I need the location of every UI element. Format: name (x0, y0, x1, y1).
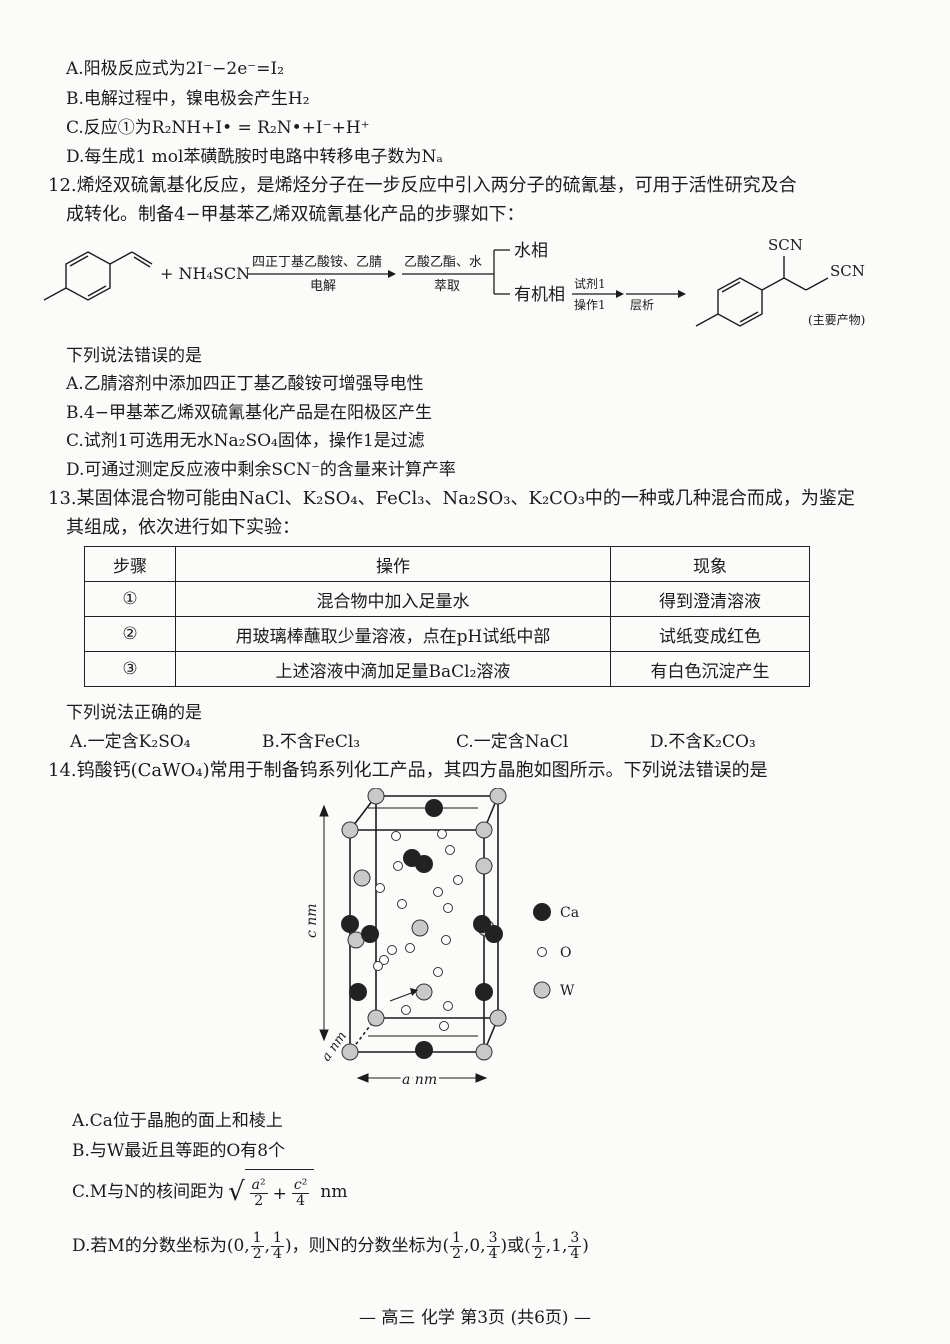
label-a: a nm (402, 1072, 437, 1088)
step4-label: 层析 (630, 298, 654, 312)
q14-option-d-mid2: )或( (500, 1236, 531, 1256)
q14-option-b: B.与W最近且等距的O有8个 (72, 1141, 286, 1161)
branch-water-phase: 水相 (514, 241, 548, 261)
q11-option-a: A.阳极反应式为2I⁻−2e⁻=I₂ (66, 59, 285, 79)
table-cell: ③ (84, 651, 176, 687)
q14-stem-text: 钨酸钙(CaWO₄)常用于制备钨系列化工产品，其四方晶胞如图所示。下列说法错误的… (76, 760, 768, 781)
o-atoms (373, 829, 463, 1031)
q13-option-b: B.不含FeCl₃ (262, 732, 361, 752)
q12-reaction-scheme: + NH₄SCN 四正丁基乙酸铵、乙腈 电解 乙酸乙酯、水 萃取 水相 有机相 … (43, 236, 865, 327)
ca-atoms (341, 799, 503, 1059)
step2-bottom: 萃取 (434, 279, 460, 294)
q11-option-b: B.电解过程中，镍电极会产生H₂ (66, 89, 310, 109)
w-atoms (341, 788, 507, 1061)
product-note: (主要产物) (808, 313, 865, 327)
q14-stem: 14.钨酸钙(CaWO₄)常用于制备钨系列化工产品，其四方晶胞如图所示。下列说法… (48, 760, 768, 782)
page-footer: — 高三 化学 第3页 (共6页) — (359, 1308, 591, 1328)
q12-stem-line1: 烯烃双硫氰基化反应，是烯烃分子在一步反应中引入两分子的硫氰基，可用于活性研究及合 (76, 175, 797, 196)
product-scn-top: SCN (768, 236, 803, 254)
q13-option-d: D.不含K₂CO₃ (650, 732, 756, 752)
q14-option-d-prefix: D.若M的分数坐标为(0, (72, 1236, 250, 1256)
q13-stem-line1: 某固体混合物可能由NaCl、K₂SO₄、FeCl₃、Na₂SO₃、K₂CO₃中的… (76, 488, 855, 509)
q13-option-c: C.一定含NaCl (456, 732, 569, 752)
q14-option-a: A.Ca位于晶胞的面上和棱上 (72, 1111, 283, 1131)
table-cell: ① (84, 581, 176, 617)
q12-question: 下列说法错误的是 (66, 346, 202, 366)
step1-bottom: 电解 (310, 279, 336, 294)
legend-w: W (560, 983, 575, 999)
table-cell: 用玻璃棒蘸取少量溶液，点在pH试纸中部 (175, 616, 611, 652)
legend: Ca O W (533, 903, 579, 999)
reagent-nh4scn: + NH₄SCN (160, 264, 250, 283)
table-cell: 上述溶液中滴加足量BaCl₂溶液 (175, 651, 611, 687)
table-row: ③ 上述溶液中滴加足量BaCl₂溶液 有白色沉淀产生 (84, 651, 810, 687)
q12-number: 12. (48, 175, 77, 196)
q14-number: 14. (48, 760, 77, 781)
step3-top: 试剂1 (574, 276, 606, 291)
crystal-cell-figure: c nm a nm a nm (304, 788, 579, 1091)
table-row: ② 用玻璃棒蘸取少量溶液，点在pH试纸中部 试纸变成红色 (84, 616, 810, 652)
table-cell: 试纸变成红色 (610, 616, 810, 652)
q13-number: 13. (48, 488, 77, 509)
table-header-row: 步骤 操作 现象 (84, 546, 810, 582)
q11-option-d: D.每生成1 mol苯磺酰胺时电路中转移电子数为Nₐ (66, 147, 443, 167)
legend-o: O (560, 945, 571, 961)
table-cell: 有白色沉淀产生 (610, 651, 810, 687)
q12-option-a: A.乙腈溶剂中添加四正丁基乙酸铵可增强导电性 (66, 374, 424, 394)
label-c: c nm (304, 903, 320, 938)
branch-organic-phase: 有机相 (514, 285, 565, 305)
dimension-c (319, 804, 329, 1042)
table-header: 步骤 (84, 546, 176, 582)
q13-question: 下列说法正确的是 (66, 703, 202, 723)
experiment-table: 步骤 操作 现象 ① 混合物中加入足量水 得到澄清溶液 ② 用玻璃棒蘸取少量溶液… (84, 546, 810, 687)
step1-top: 四正丁基乙酸铵、乙腈 (252, 255, 382, 270)
q14-option-c-prefix: C.M与N的核间距为 (72, 1182, 225, 1202)
table-cell: 混合物中加入足量水 (175, 581, 611, 617)
q14-option-d-mid1: )，则N的分数坐标为( (284, 1236, 450, 1256)
product-scn-right: SCN (830, 262, 865, 280)
table-cell: ② (84, 616, 176, 652)
q11-option-c: C.反应①为R₂NH+I• = R₂N•+I⁻+H⁺ (66, 118, 370, 138)
q12-option-d: D.可通过测定反应液中剩余SCN⁻的含量来计算产率 (66, 460, 456, 480)
table-header: 现象 (610, 546, 810, 582)
product-structure (695, 256, 829, 327)
methylstyrene-structure (43, 251, 153, 301)
step3-bottom: 操作1 (574, 297, 606, 312)
legend-ca: Ca (560, 905, 579, 921)
q13-option-a: A.一定含K₂SO₄ (70, 732, 191, 752)
q12-stem: 12.烯烃双硫氰基化反应，是烯烃分子在一步反应中引入两分子的硫氰基，可用于活性研… (48, 175, 797, 197)
q14-option-d-end: ) (582, 1236, 589, 1256)
dimension-a (356, 1073, 488, 1083)
q13-stem: 13.某固体混合物可能由NaCl、K₂SO₄、FeCl₃、Na₂SO₃、K₂CO… (48, 488, 855, 510)
step2-top: 乙酸乙酯、水 (404, 255, 482, 270)
table-header: 操作 (175, 546, 611, 582)
q12-stem-line2: 成转化。制备4−甲基苯乙烯双硫氰基化产品的步骤如下： (66, 204, 525, 225)
table-row: ① 混合物中加入足量水 得到澄清溶液 (84, 581, 810, 617)
q12-option-c: C.试剂1可选用无水Na₂SO₄固体，操作1是过滤 (66, 431, 425, 451)
q12-option-b: B.4−甲基苯乙烯双硫氰基化产品是在阳极区产生 (66, 403, 432, 423)
q13-stem-line2: 其组成，依次进行如下实验： (66, 517, 300, 538)
table-cell: 得到澄清溶液 (610, 581, 810, 617)
q14-option-c-suffix: nm (320, 1182, 348, 1202)
